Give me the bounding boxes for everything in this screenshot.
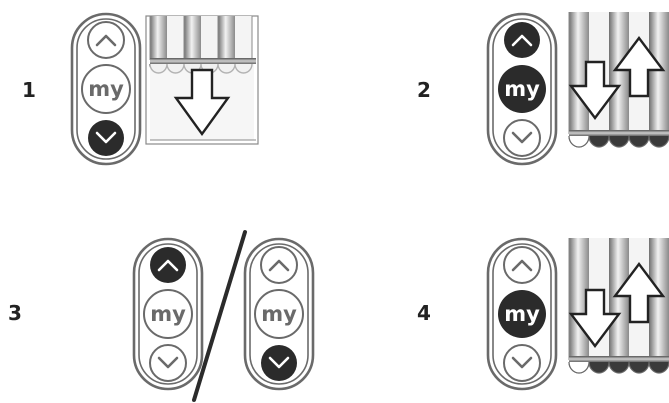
step-2-awning xyxy=(568,12,669,148)
chevron-up-icon xyxy=(268,259,290,272)
up-button[interactable] xyxy=(87,21,125,59)
step-2-remote: my xyxy=(486,12,558,166)
chevron-up-icon xyxy=(511,259,533,272)
step-1-awning xyxy=(145,15,259,145)
my-button[interactable] xyxy=(143,289,193,339)
step-3-remote-up: my xyxy=(132,237,204,391)
up-button[interactable] xyxy=(503,246,541,284)
down-button[interactable] xyxy=(149,344,187,382)
arrow-up-icon xyxy=(612,36,666,98)
chevron-up-icon xyxy=(511,34,533,47)
arrow-down-icon xyxy=(173,68,231,137)
step-1-number: 1 xyxy=(22,78,36,102)
step-3-number: 3 xyxy=(8,301,22,325)
arrow-up-icon xyxy=(612,262,666,324)
arrow-down-icon xyxy=(568,288,622,348)
chevron-down-icon xyxy=(157,356,179,369)
down-button[interactable] xyxy=(503,344,541,382)
step-4-awning xyxy=(568,238,669,374)
down-button[interactable] xyxy=(503,119,541,157)
chevron-down-icon xyxy=(511,131,533,144)
step-3-remote-down: my xyxy=(243,237,315,391)
chevron-down-icon xyxy=(95,131,117,144)
or-separator xyxy=(192,230,247,402)
step-4-remote: my xyxy=(486,237,558,391)
my-label: my xyxy=(261,302,297,326)
step-2-number: 2 xyxy=(417,78,431,102)
my-button[interactable] xyxy=(81,64,131,114)
chevron-up-icon xyxy=(95,34,117,47)
chevron-down-icon xyxy=(511,356,533,369)
down-button[interactable] xyxy=(261,345,297,381)
up-button[interactable] xyxy=(260,246,298,284)
chevron-down-icon xyxy=(268,356,290,369)
up-button[interactable] xyxy=(150,247,186,283)
arrow-down-icon xyxy=(568,60,622,120)
my-label: my xyxy=(88,77,124,101)
step-1-remote: my xyxy=(70,12,142,166)
up-button[interactable] xyxy=(504,22,540,58)
my-label: my xyxy=(504,77,540,101)
my-button[interactable] xyxy=(498,65,546,113)
my-label: my xyxy=(150,302,186,326)
my-label: my xyxy=(504,302,540,326)
my-button[interactable] xyxy=(498,290,546,338)
step-4-number: 4 xyxy=(417,301,431,325)
down-button[interactable] xyxy=(88,120,124,156)
chevron-up-icon xyxy=(157,259,179,272)
my-button[interactable] xyxy=(254,289,304,339)
